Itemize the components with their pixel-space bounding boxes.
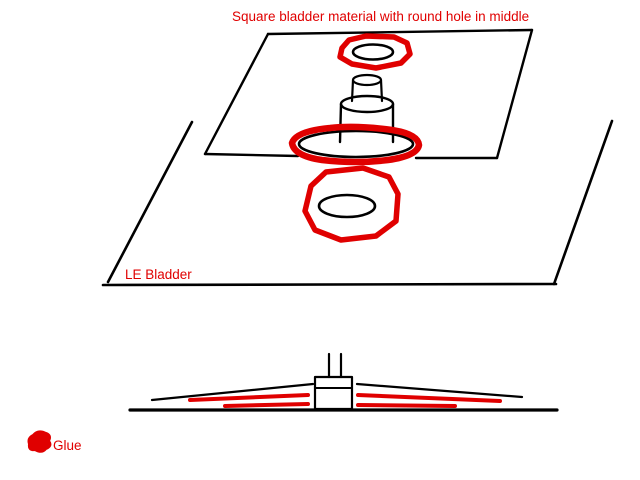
glue-line-right-upper: [356, 393, 502, 403]
square-sheet-outline: [203, 28, 534, 160]
lower-hole-ring: [302, 165, 401, 243]
side-view-valve-block: [313, 375, 354, 411]
side-view: [128, 352, 559, 412]
le-bladder-label: LE Bladder: [125, 267, 192, 282]
glue-label: Glue: [53, 438, 82, 453]
side-view-right-sheet: [355, 382, 524, 399]
valve-fitting: [297, 73, 415, 159]
caption-square-bladder: Square bladder material with round hole …: [232, 9, 529, 24]
glue-blob-icon: [27, 430, 52, 453]
valve-flange-ellipse: [297, 129, 415, 159]
top-hole-ring: [337, 33, 413, 71]
valve-base-glue-ring: [288, 123, 423, 166]
glue-legend: Glue: [27, 430, 82, 453]
side-view-left-sheet: [150, 382, 315, 402]
glue-line-right-lower: [356, 403, 457, 408]
le-bladder-outline: [101, 119, 614, 287]
glue-line-left-lower: [223, 402, 310, 408]
glue-line-left-upper: [188, 393, 310, 402]
